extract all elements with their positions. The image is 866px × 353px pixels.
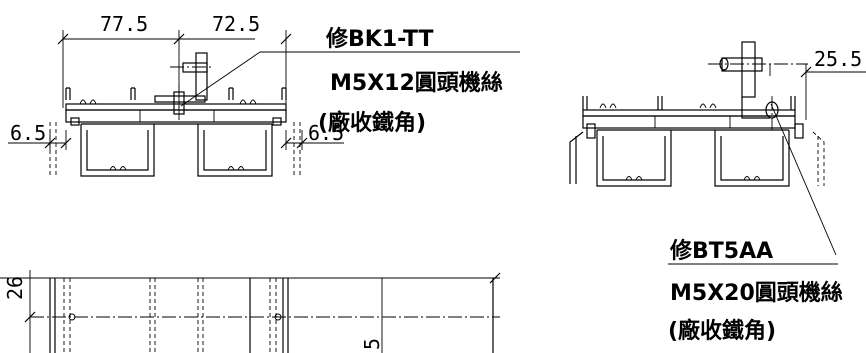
label-left-part: 修BK1-TT	[325, 26, 434, 52]
label-left-note: (廠收鐵角)	[318, 110, 426, 136]
label-right-note: (廠收鐵角)	[668, 318, 776, 344]
left-section-view	[8, 30, 520, 177]
dim-plan-small: 5	[360, 338, 384, 350]
plan-view	[0, 270, 501, 353]
label-right-part: 修BT5AA	[669, 238, 773, 264]
dim-left-offset: 6.5	[10, 121, 46, 145]
label-left-screw: M5X12圓頭機絲	[330, 70, 503, 96]
dim-top-left: 77.5	[100, 12, 148, 36]
dim-top-right: 72.5	[212, 12, 260, 36]
dim-right-section: 25.5	[814, 47, 862, 71]
dim-plan-height: 26	[3, 276, 27, 300]
right-section-view	[569, 41, 866, 265]
label-right-screw: M5X20圓頭機絲	[670, 280, 843, 306]
dim-right-offset: 6.5	[308, 121, 344, 145]
